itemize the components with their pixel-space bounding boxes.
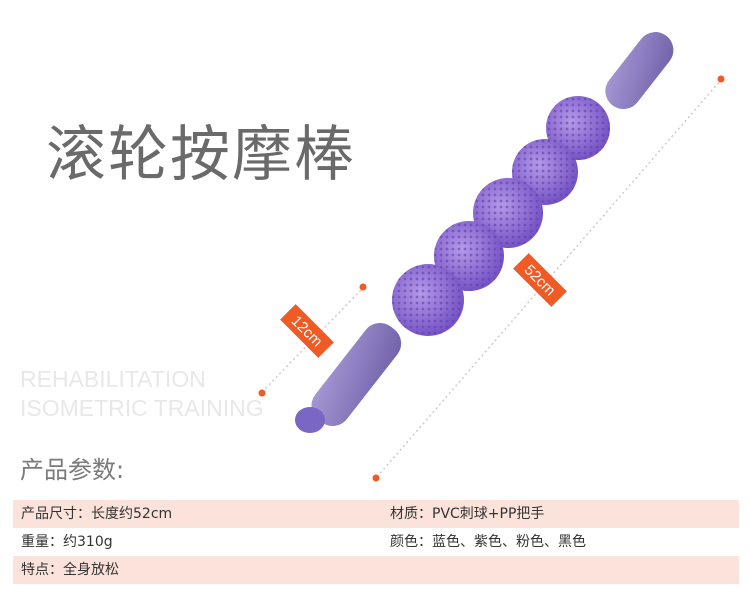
spec-weight: 重量：约310g — [21, 534, 113, 550]
length-dimension-dot-start — [372, 474, 380, 482]
subtitle-line-2: ISOMETRIC TRAINING — [20, 395, 264, 421]
handle-end-cap — [295, 407, 325, 433]
params-heading: 产品参数: — [20, 456, 125, 484]
spec-size: 产品尺寸：长度约52cm — [21, 506, 173, 522]
spec-row: 特点：全身放松 — [13, 556, 739, 584]
spec-feature: 特点：全身放松 — [21, 562, 119, 578]
spec-material: 材质：PVC刺球+PP把手 — [390, 506, 545, 522]
spec-row: 产品尺寸：长度约52cm 材质：PVC刺球+PP把手 — [13, 500, 739, 528]
subtitle-line-1: REHABILITATION — [20, 366, 206, 392]
spec-row: 重量：约310g 颜色：蓝色、紫色、粉色、黑色 — [13, 528, 739, 556]
width-dimension-dot-start — [258, 389, 266, 397]
page-title: 滚轮按摩棒 — [46, 120, 356, 190]
length-label: 52cm — [513, 253, 567, 307]
width-label: 12cm — [280, 304, 334, 358]
width-dimension-line — [261, 287, 364, 393]
lower-handle — [311, 322, 402, 427]
massage-balls — [392, 96, 610, 336]
width-dimension-dot-end — [359, 283, 367, 291]
spec-table: 产品尺寸：长度约52cm 材质：PVC刺球+PP把手 重量：约310g 颜色：蓝… — [13, 500, 739, 584]
upper-handle — [605, 32, 674, 110]
length-dimension-dot-end — [717, 75, 725, 83]
spec-colors: 颜色：蓝色、紫色、粉色、黑色 — [390, 534, 586, 550]
